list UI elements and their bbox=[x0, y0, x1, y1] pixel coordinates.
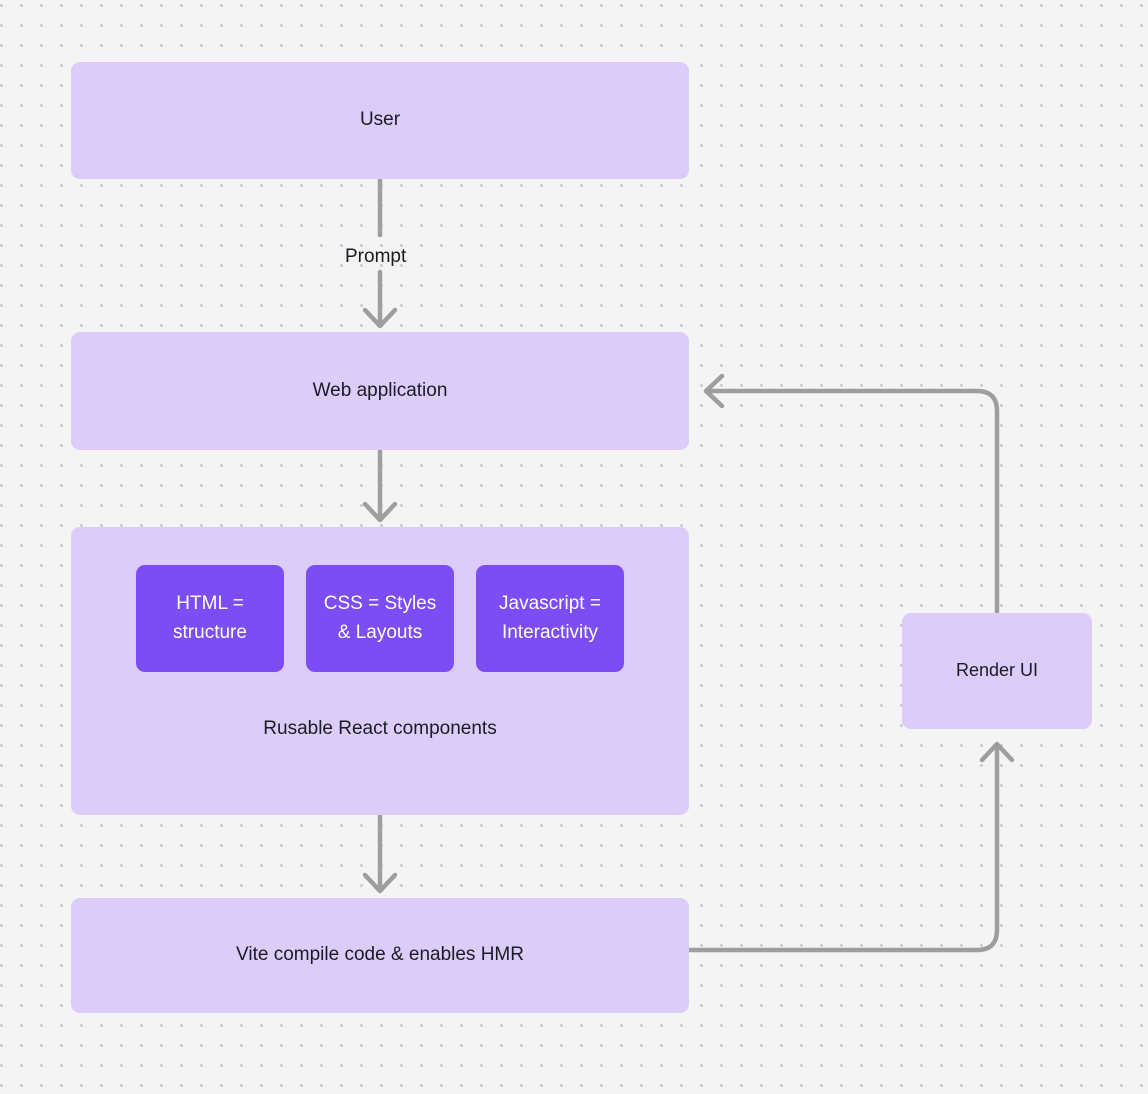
node-web-application[interactable]: Web application bbox=[71, 332, 689, 450]
node-render-ui-label: Render UI bbox=[955, 660, 1039, 681]
node-web-application-label: Web application bbox=[312, 379, 448, 401]
tech-box-javascript[interactable]: Javascript = Interactivity bbox=[476, 565, 624, 672]
node-react-components[interactable]: HTML = structure CSS = Styles & Layouts … bbox=[71, 527, 689, 815]
tech-box-html[interactable]: HTML = structure bbox=[136, 565, 284, 672]
edge-components-to-vite bbox=[362, 813, 398, 894]
edge-webapp-to-components bbox=[362, 448, 398, 523]
tech-box-javascript-label: Javascript = Interactivity bbox=[499, 592, 601, 643]
node-vite-label: Vite compile code & enables HMR bbox=[236, 944, 524, 966]
edge-render-to-webapp bbox=[703, 373, 1000, 615]
tech-box-row: HTML = structure CSS = Styles & Layouts … bbox=[71, 565, 689, 672]
tech-box-html-label: HTML = structure bbox=[173, 592, 247, 643]
edge-vite-to-render bbox=[687, 741, 1015, 953]
edge-label-prompt: Prompt bbox=[345, 246, 407, 267]
edge-user-to-webapp bbox=[362, 269, 398, 329]
node-user-label: User bbox=[359, 109, 401, 131]
node-user[interactable]: User bbox=[71, 62, 689, 179]
node-react-components-caption: Rusable React components bbox=[263, 718, 497, 739]
node-vite[interactable]: Vite compile code & enables HMR bbox=[71, 898, 689, 1013]
tech-box-css[interactable]: CSS = Styles & Layouts bbox=[306, 565, 454, 672]
node-render-ui[interactable]: Render UI bbox=[902, 613, 1092, 729]
tech-box-css-label: CSS = Styles & Layouts bbox=[323, 592, 437, 643]
